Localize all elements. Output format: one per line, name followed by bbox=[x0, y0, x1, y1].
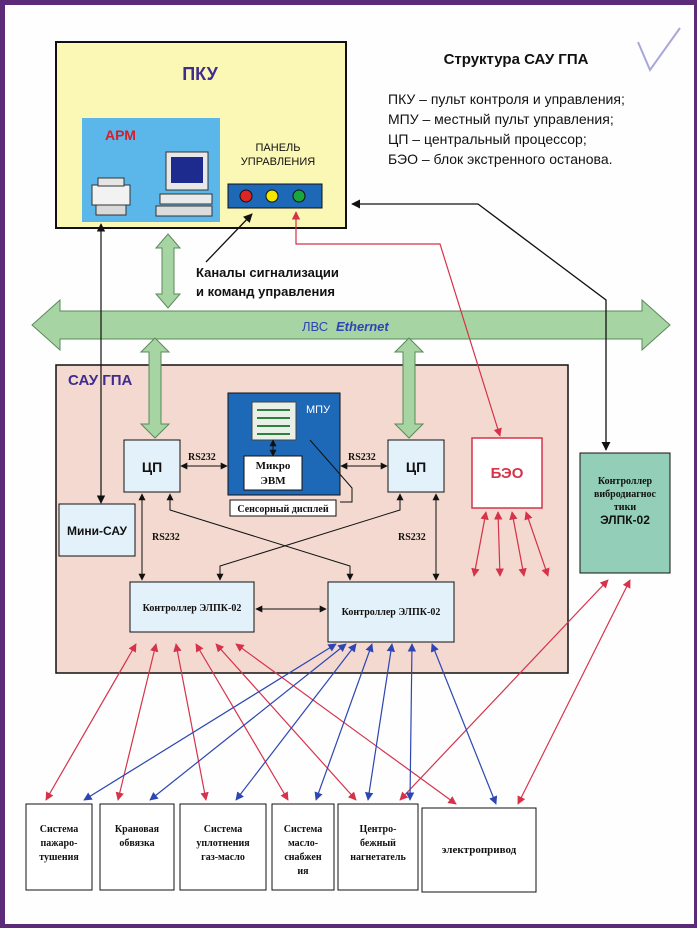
computer-icon bbox=[155, 151, 213, 217]
legend-line-4: БЭО – блок экстренного останова. bbox=[388, 151, 613, 167]
red-indicator-icon bbox=[239, 189, 253, 203]
channels-label-line1: Каналы сигнализации bbox=[196, 265, 339, 280]
system-box-5: Центро- бежный нагнетатель bbox=[337, 803, 419, 891]
rs232-left-label: RS232 bbox=[188, 452, 216, 463]
svg-text:снабжен: снабжен bbox=[284, 852, 322, 863]
legend-line-1: ПКУ – пульт контроля и управления; bbox=[388, 91, 625, 107]
legend-line-2: МПУ – местный пульт управления; bbox=[388, 111, 614, 127]
vibro-line2: виброди­агнос bbox=[594, 489, 657, 500]
pku-label: ПКУ bbox=[182, 64, 218, 84]
cpu-left-label: ЦП bbox=[142, 459, 162, 475]
pku-vibro-link bbox=[351, 199, 611, 451]
lan-label: ЛВС bbox=[302, 319, 328, 334]
vibro-line4: ЭЛПК-02 bbox=[600, 513, 650, 527]
svg-text:нагнетатель: нагнетатель bbox=[350, 852, 406, 863]
mpu-label: МПУ bbox=[306, 404, 331, 416]
arm-label: АРМ bbox=[105, 127, 136, 143]
channels-label-line2: и команд управления bbox=[196, 284, 335, 299]
cpu-left bbox=[123, 439, 181, 493]
svg-text:Крановая: Крановая bbox=[115, 824, 160, 835]
arm-lan-link bbox=[154, 233, 182, 309]
system-box-2: Крановая обвязка bbox=[99, 803, 175, 891]
system-box-6: электропривод bbox=[421, 807, 537, 893]
vibro-line1: Контроллер bbox=[598, 476, 653, 487]
svg-text:пажаро-: пажаро- bbox=[41, 838, 78, 849]
svg-text:тушения: тушения bbox=[39, 852, 79, 863]
svg-text:Центро-: Центро- bbox=[360, 824, 397, 835]
panel-beo-link bbox=[291, 211, 502, 437]
beo-output-2 bbox=[494, 511, 504, 577]
blue-signal-links bbox=[83, 643, 498, 805]
panel-label-line2: УПРАВЛЕНИЯ bbox=[241, 156, 315, 168]
beo-output-1 bbox=[471, 511, 489, 577]
svg-text:Система: Система bbox=[204, 824, 243, 835]
system-box-4: Система масло- снабжен ия bbox=[271, 803, 335, 891]
svg-text:бежный: бежный bbox=[360, 838, 396, 849]
rs232-down-right-label: RS232 bbox=[398, 532, 426, 543]
vibro-line3: тики bbox=[614, 502, 636, 513]
rs232-right-label: RS232 bbox=[348, 452, 376, 463]
yellow-indicator-icon bbox=[265, 189, 279, 203]
micro-evm-line2: ЭВМ bbox=[260, 475, 286, 487]
beo-label: БЭО bbox=[491, 465, 524, 482]
beo-output-4 bbox=[524, 511, 550, 577]
controller-left bbox=[129, 581, 255, 633]
diagram-title: Структура САУ ГПА bbox=[444, 51, 589, 68]
sau-label: САУ ГПА bbox=[68, 372, 133, 389]
panel-label-line1: ПАНЕЛЬ bbox=[256, 142, 301, 154]
mini-sau-label: Мини-САУ bbox=[67, 524, 128, 538]
controller-left-label: Контроллер ЭЛПК-02 bbox=[143, 603, 242, 614]
checkmark-icon bbox=[637, 27, 681, 73]
svg-text:масло-: масло- bbox=[288, 838, 318, 849]
svg-text:обвязка: обвязка bbox=[119, 838, 154, 849]
svg-text:уплотнения: уплотнения bbox=[196, 838, 250, 849]
svg-text:ия: ия bbox=[297, 866, 309, 877]
micro-evm-box bbox=[243, 455, 303, 491]
system-box-1: Система пажаро- тушения bbox=[25, 803, 93, 891]
vibro-controller bbox=[579, 452, 671, 574]
printer-icon bbox=[91, 177, 131, 216]
mini-sau-block bbox=[58, 503, 136, 557]
svg-text:газ-масло: газ-масло bbox=[201, 852, 245, 863]
cpu-right-controller-left bbox=[216, 493, 404, 581]
controller-right-label: Контроллер ЭЛПК-02 bbox=[342, 607, 441, 618]
legend-line-3: ЦП – центральный процессор; bbox=[388, 131, 587, 147]
lan-protocol: Ethernet bbox=[336, 319, 389, 334]
svg-text:электропривод: электропривод bbox=[442, 844, 517, 856]
beo-output-3 bbox=[509, 511, 527, 577]
touch-display-label: Сенсорный дисплей bbox=[237, 504, 328, 515]
svg-text:Система: Система bbox=[284, 824, 323, 835]
channels-pointer bbox=[205, 213, 253, 263]
rs232-down-left-label: RS232 bbox=[152, 532, 180, 543]
cpu-right-label: ЦП bbox=[406, 459, 426, 475]
system-box-3: Система уплотнения газ-масло bbox=[179, 803, 267, 891]
micro-evm-line1: Микро bbox=[256, 460, 291, 472]
cpu-left-lan-link bbox=[139, 337, 171, 439]
svg-text:Система: Система bbox=[40, 824, 79, 835]
green-indicator-icon bbox=[292, 189, 306, 203]
